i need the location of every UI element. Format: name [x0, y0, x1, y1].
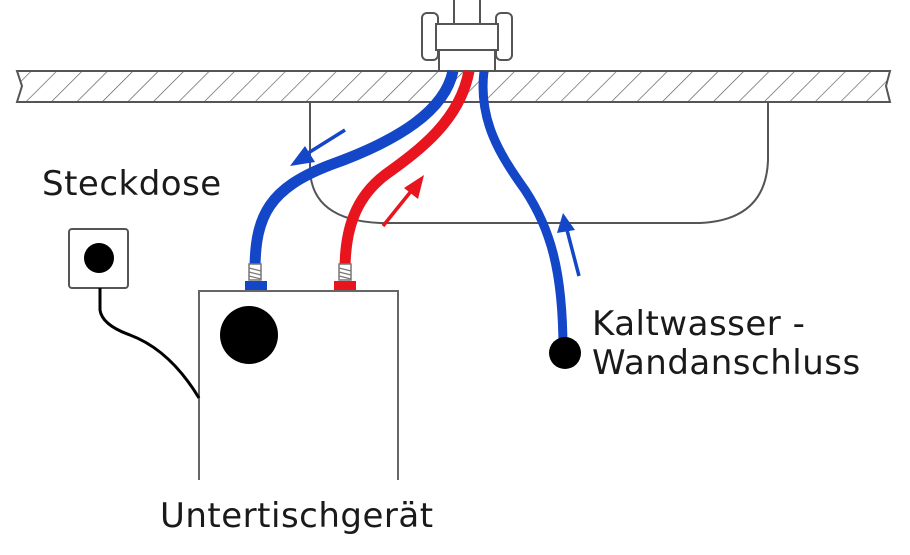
- faucet: [421, 0, 513, 72]
- flow-arrow-cold-in: [557, 213, 581, 277]
- wall-connection-point: [549, 337, 581, 369]
- cold-water-outlet-pipe: [249, 69, 459, 271]
- hot-water-pipe: [339, 69, 475, 271]
- label-socket: Steckdose: [42, 164, 222, 204]
- power-cable: [98, 288, 201, 399]
- flow-arrow-cold-out: [290, 128, 346, 166]
- label-appliance: Untertischgerät: [160, 496, 434, 536]
- power-socket: [68, 228, 129, 289]
- appliance-indicator: [220, 306, 278, 364]
- cold-fitting: [245, 263, 267, 291]
- flow-arrow-hot-in: [381, 175, 424, 228]
- label-cold-water-line1: Kaltwasser -: [592, 304, 806, 344]
- under-sink-appliance: [198, 290, 399, 480]
- cold-water-supply-pipe: [478, 70, 568, 351]
- label-cold-water-connection: Kaltwasser - Wandanschluss: [592, 304, 861, 384]
- hot-fitting: [334, 263, 356, 291]
- label-cold-water-line2: Wandanschluss: [592, 343, 861, 384]
